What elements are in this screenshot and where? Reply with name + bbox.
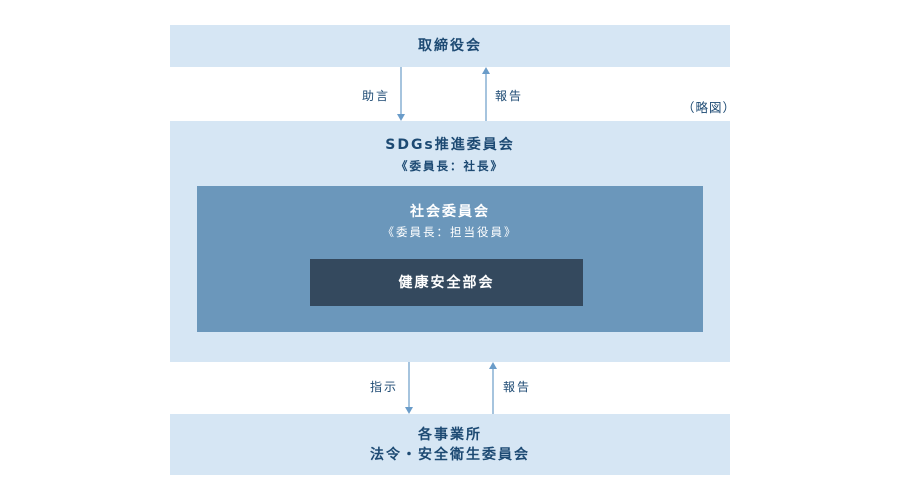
schematic-note: （略図） [682,100,737,115]
sites-line1: 各事業所 [418,426,482,443]
board-title: 取締役会 [418,38,482,54]
report-arrow-up-top [482,67,490,121]
social-chair: 《委員長：担当役員》 [382,225,518,239]
instruction-label: 指示 [370,380,399,394]
board-box: 取締役会 [170,25,730,67]
report-arrow-up-bottom [489,362,497,414]
health-safety-subcommittee-box: 健康安全部会 [310,259,583,306]
report-label-bottom: 報告 [503,380,532,394]
sites-line2: 法令・安全衛生委員会 [370,446,530,463]
social-title: 社会委員会 [410,204,490,220]
sdgs-chair: 《委員長：社長》 [396,159,504,173]
health-title: 健康安全部会 [398,274,495,291]
instruction-arrow-down [405,362,413,414]
report-label-top: 報告 [495,89,524,103]
advice-label: 助言 [362,89,391,103]
sdgs-title: SDGs推進委員会 [385,137,515,153]
sites-box: 各事業所 法令・安全衛生委員会 [170,414,730,475]
advice-arrow-down [397,67,405,121]
